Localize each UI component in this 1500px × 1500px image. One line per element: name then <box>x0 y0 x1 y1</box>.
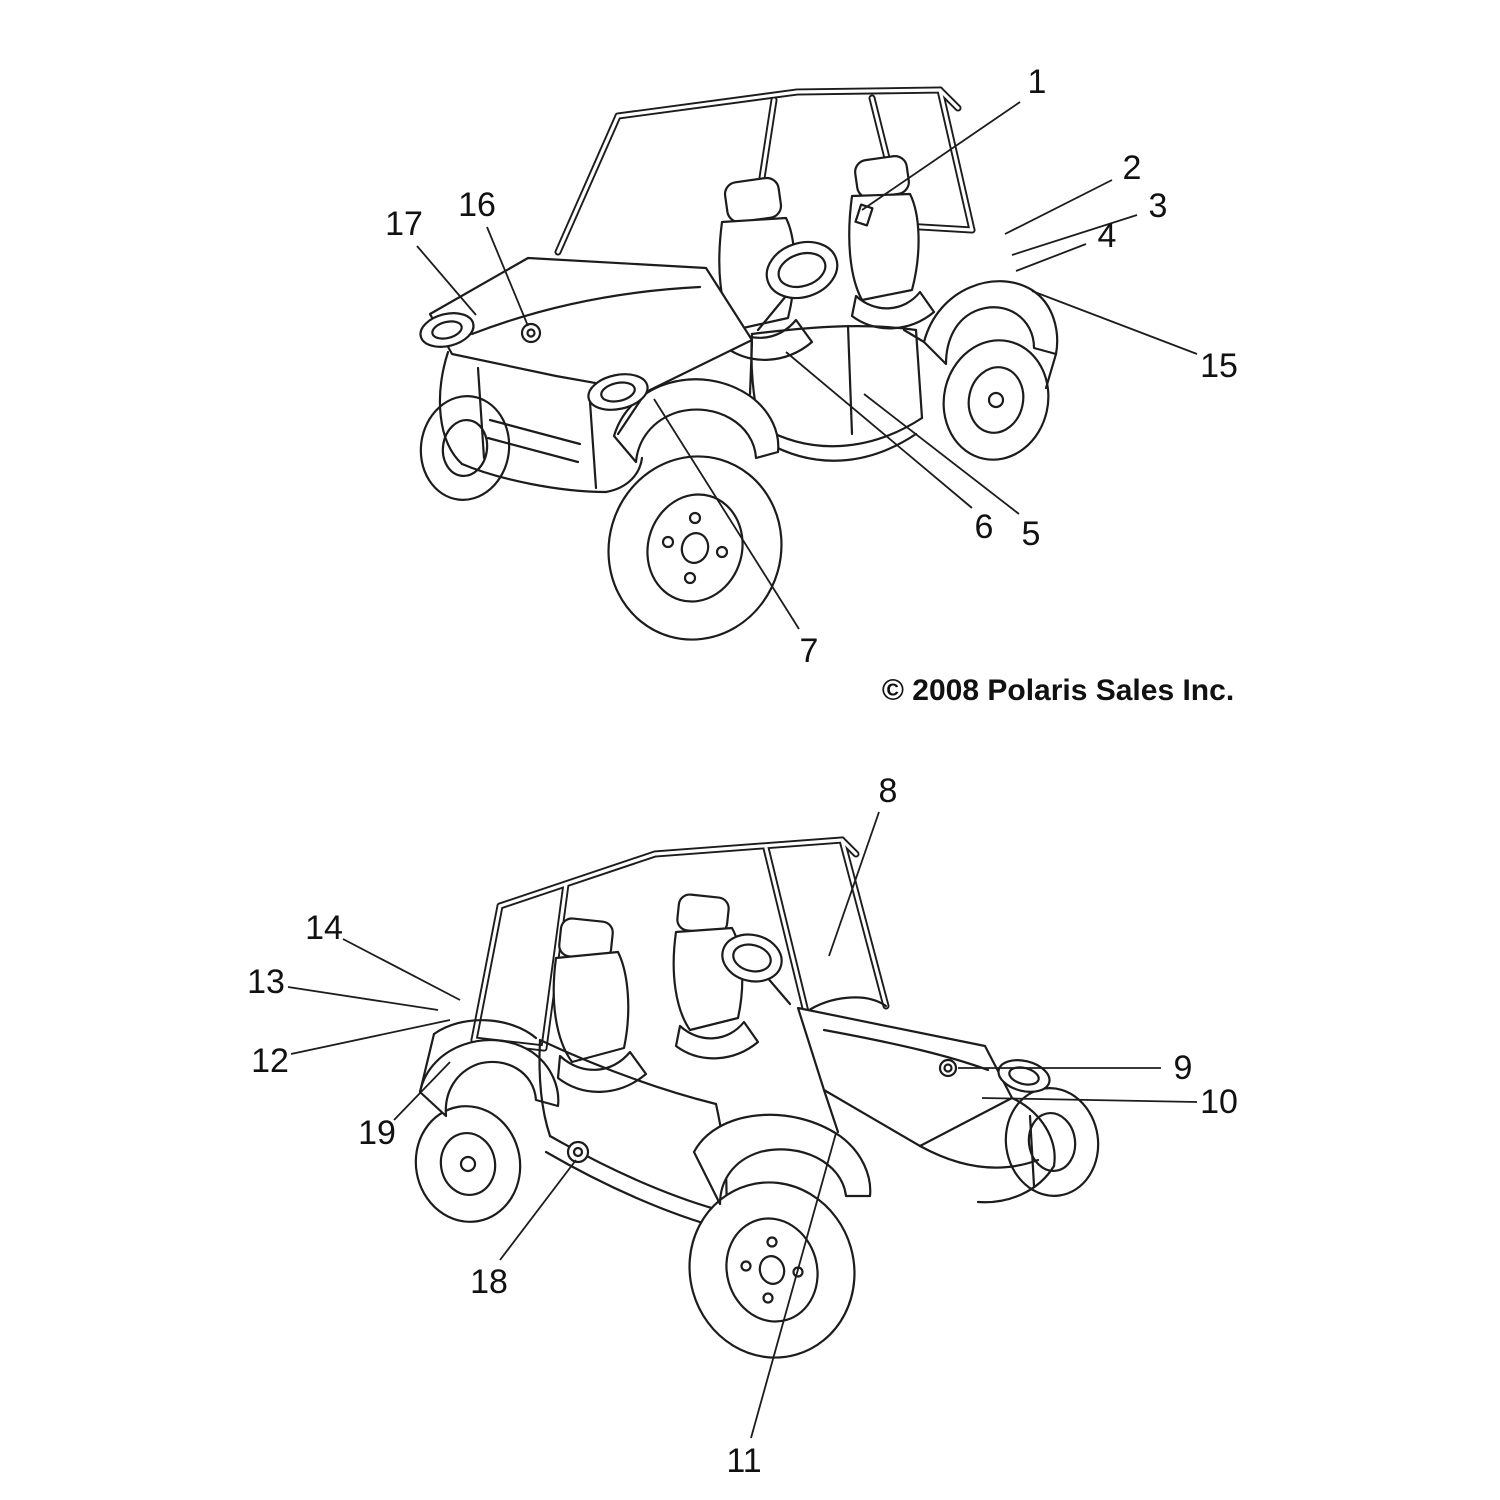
figure-bottom: 8 910 11 12 13 14 19 18 <box>247 772 1238 1480</box>
rim <box>646 493 744 603</box>
callout-label-7: 7 <box>800 632 819 670</box>
front-bumper <box>918 1096 1056 1204</box>
callout-label-9: 9 <box>1174 1049 1193 1087</box>
callout-leader-8 <box>828 811 880 957</box>
rim <box>725 1217 819 1323</box>
front-wheel <box>688 1181 856 1359</box>
left-headlight <box>419 312 475 348</box>
passenger-seat <box>848 155 936 330</box>
seat-cushion <box>674 1020 760 1060</box>
seat-cushion <box>556 1050 648 1093</box>
steering-column <box>756 294 788 332</box>
seat-cushion <box>850 290 936 330</box>
callout-leader-15 <box>1031 290 1198 355</box>
callout-label-2: 2 <box>1123 149 1142 187</box>
callout-label-12: 12 <box>251 1042 289 1080</box>
rear-wheel <box>942 339 1050 461</box>
callout-leader-3 <box>1011 214 1138 256</box>
headlights <box>419 312 649 411</box>
callout-label-5: 5 <box>1022 515 1041 553</box>
door-side-panel <box>750 324 924 462</box>
copyright-text: © 2008 Polaris Sales Inc. <box>882 674 1234 707</box>
callout-label-19: 19 <box>358 1114 396 1152</box>
fuel-cap <box>520 322 542 344</box>
driver-seat <box>552 917 648 1093</box>
callout-label-18: 18 <box>470 1263 508 1301</box>
callout-leader-13 <box>287 986 439 1011</box>
rear-fender <box>418 1019 560 1118</box>
callout-label-8: 8 <box>879 772 898 810</box>
steering-wheel <box>721 933 792 1006</box>
hood <box>796 1006 1014 1148</box>
callout-label-6: 6 <box>975 508 994 546</box>
callout-label-16: 16 <box>458 186 496 224</box>
callout-leader-7 <box>653 398 800 630</box>
callout-leader-14 <box>342 938 461 1001</box>
callout-leader-10 <box>981 1097 1198 1103</box>
hub <box>680 532 710 564</box>
callout-leader-11 <box>750 1132 837 1439</box>
fuel-cap <box>938 1058 958 1078</box>
figure-top: 1 234 15 56 7 16 17 <box>385 63 1238 670</box>
steering-wheel <box>756 240 839 332</box>
callout-leader-4 <box>1015 243 1087 272</box>
far-front-wheel <box>419 395 511 501</box>
callouts-top: 1 234 15 56 7 16 17 <box>385 63 1238 670</box>
callout-leader-19 <box>393 1061 451 1121</box>
rear-fender <box>902 280 1059 390</box>
callout-label-14: 14 <box>305 909 343 947</box>
hood <box>428 256 754 394</box>
callout-leader-17 <box>416 245 477 316</box>
callout-label-3: 3 <box>1149 187 1168 225</box>
callout-label-13: 13 <box>247 963 285 1001</box>
hub <box>758 1255 786 1285</box>
callout-label-10: 10 <box>1200 1083 1238 1121</box>
callout-leader-5 <box>863 393 1020 515</box>
front-wheel <box>607 455 783 641</box>
callout-label-17: 17 <box>385 205 423 243</box>
callout-leader-2 <box>1004 179 1113 235</box>
callout-label-4: 4 <box>1098 217 1117 255</box>
cowl-line <box>804 996 888 1014</box>
seat-back <box>552 950 630 1064</box>
rocker-fastener <box>566 1140 590 1164</box>
front-bumper <box>438 350 644 494</box>
rear-wheel <box>414 1105 522 1223</box>
callouts-bottom: 8 910 11 12 13 14 19 18 <box>247 772 1238 1480</box>
steering-column <box>764 974 792 1006</box>
seat-back <box>718 216 796 332</box>
front-fender <box>692 1088 872 1206</box>
callout-label-15: 15 <box>1200 347 1238 385</box>
callout-leader-12 <box>290 1019 451 1055</box>
callout-leader-6 <box>785 351 973 509</box>
callout-label-1: 1 <box>1028 63 1047 101</box>
headrest <box>723 176 783 224</box>
callout-leader-16 <box>486 226 529 327</box>
callout-label-11: 11 <box>726 1442 761 1480</box>
callout-leader-1 <box>861 101 1021 211</box>
callout-leader-18 <box>499 1159 577 1261</box>
right-headlight <box>587 373 649 411</box>
rocker-panel <box>758 416 924 448</box>
headrest <box>854 155 910 199</box>
